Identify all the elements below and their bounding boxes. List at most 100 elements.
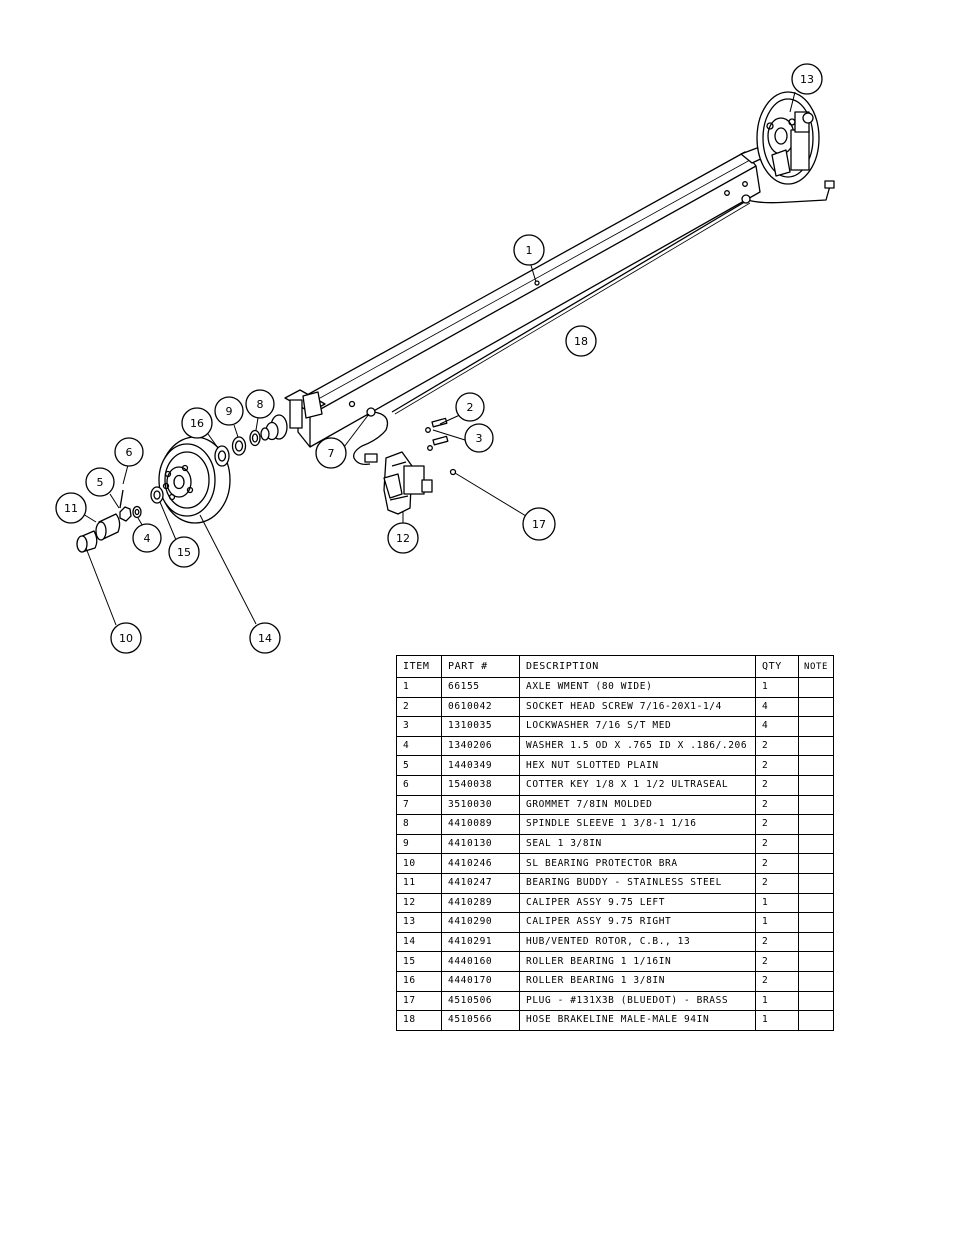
bom-cell-part: 4410247 <box>441 872 520 894</box>
bom-cell-qty: 2 <box>755 735 799 757</box>
svg-text:16: 16 <box>190 417 204 430</box>
bom-cell-description: WASHER 1.5 OD X .765 ID X .186/.206 <box>519 735 756 757</box>
svg-text:13: 13 <box>800 73 814 86</box>
svg-text:12: 12 <box>396 532 410 545</box>
balloon-7: 7 <box>315 437 347 469</box>
bom-cell-description: AXLE WMENT (80 WIDE) <box>519 677 756 698</box>
bom-cell-item: 13 <box>396 912 442 933</box>
header-item: ITEM <box>396 655 442 678</box>
bom-cell-note <box>798 774 834 796</box>
bom-cell-part: 4410289 <box>441 892 520 914</box>
bearing-buddy-and-protector <box>76 513 121 553</box>
bom-cell-qty: 2 <box>755 872 799 894</box>
bom-cell-note <box>798 892 834 914</box>
bom-cell-item: 6 <box>396 774 442 796</box>
balloon-14: 14 <box>249 622 281 654</box>
bom-header-row: ITEM PART # DESCRIPTION QTY NOTE <box>396 655 834 678</box>
balloon-1: 1 <box>513 234 545 266</box>
bom-cell-qty: 2 <box>755 853 799 874</box>
bom-cell-note <box>798 814 834 835</box>
bom-cell-part: 4410291 <box>441 931 520 953</box>
bom-cell-description: ROLLER BEARING 1 3/8IN <box>519 970 756 992</box>
bom-cell-note <box>798 853 834 874</box>
balloon-12: 12 <box>387 522 419 554</box>
bom-cell-description: SOCKET HEAD SCREW 7/16-20X1-1/4 <box>519 696 756 718</box>
bom-cell-part: 0610042 <box>441 696 520 718</box>
bom-cell-description: CALIPER ASSY 9.75 RIGHT <box>519 912 756 933</box>
bom-cell-item: 9 <box>396 833 442 855</box>
bom-cell-qty: 2 <box>755 794 799 816</box>
bom-cell-part: 4410246 <box>441 853 520 874</box>
header-qty: QTY <box>755 655 799 678</box>
bom-cell-part: 4440160 <box>441 951 520 972</box>
svg-text:9: 9 <box>226 405 233 418</box>
bom-cell-qty: 4 <box>755 696 799 718</box>
bom-cell-part: 1340206 <box>441 735 520 757</box>
bom-cell-item: 2 <box>396 696 442 718</box>
svg-text:10: 10 <box>119 632 133 645</box>
bom-cell-note <box>798 990 834 1012</box>
bom-cell-item: 5 <box>396 755 442 776</box>
bom-cell-qty: 2 <box>755 755 799 776</box>
svg-text:4: 4 <box>144 532 151 545</box>
bom-cell-qty: 1 <box>755 990 799 1012</box>
bom-cell-item: 7 <box>396 794 442 816</box>
bom-cell-item: 16 <box>396 970 442 992</box>
bom-cell-note <box>798 794 834 816</box>
right-hub-rotor-caliper <box>756 91 820 185</box>
bom-cell-part: 4510506 <box>441 990 520 1012</box>
bom-cell-item: 15 <box>396 951 442 972</box>
brake-hose <box>353 180 835 466</box>
svg-text:3: 3 <box>476 432 483 445</box>
bom-cell-part: 4410089 <box>441 814 520 835</box>
svg-text:1: 1 <box>526 244 533 257</box>
svg-text:8: 8 <box>257 398 264 411</box>
bom-cell-description: HUB/VENTED ROTOR, C.B., 13 <box>519 931 756 953</box>
bom-cell-part: 66155 <box>441 677 520 698</box>
left-hub-rotor <box>158 436 231 524</box>
bom-cell-description: SEAL 1 3/8IN <box>519 833 756 855</box>
bom-cell-description: ROLLER BEARING 1 1/16IN <box>519 951 756 972</box>
balloon-9: 9 <box>214 396 244 426</box>
bom-cell-qty: 2 <box>755 951 799 972</box>
svg-text:5: 5 <box>97 476 104 489</box>
bom-cell-part: 4410130 <box>441 833 520 855</box>
axle-beam <box>260 147 768 448</box>
balloon-15: 15 <box>168 536 200 568</box>
balloon-16: 16 <box>181 407 213 439</box>
bom-cell-item: 3 <box>396 716 442 737</box>
svg-text:15: 15 <box>177 546 191 559</box>
bom-cell-description: SL BEARING PROTECTOR BRA <box>519 853 756 874</box>
header-description: DESCRIPTION <box>519 655 756 678</box>
bom-cell-part: 4440170 <box>441 970 520 992</box>
bom-cell-item: 1 <box>396 677 442 698</box>
bom-cell-item: 18 <box>396 1010 442 1031</box>
bom-cell-qty: 1 <box>755 912 799 933</box>
balloon-4: 4 <box>132 523 162 553</box>
bom-cell-qty: 2 <box>755 833 799 855</box>
balloon-18: 18 <box>565 325 597 357</box>
bom-cell-part: 1440349 <box>441 755 520 776</box>
bom-cell-part: 3510030 <box>441 794 520 816</box>
bom-cell-note <box>798 970 834 992</box>
bom-cell-description: HOSE BRAKELINE MALE-MALE 94IN <box>519 1010 756 1031</box>
bom-cell-description: LOCKWASHER 7/16 S/T MED <box>519 716 756 737</box>
balloon-11: 11 <box>55 492 87 524</box>
bom-cell-qty: 2 <box>755 970 799 992</box>
balloon-6: 6 <box>114 437 144 467</box>
